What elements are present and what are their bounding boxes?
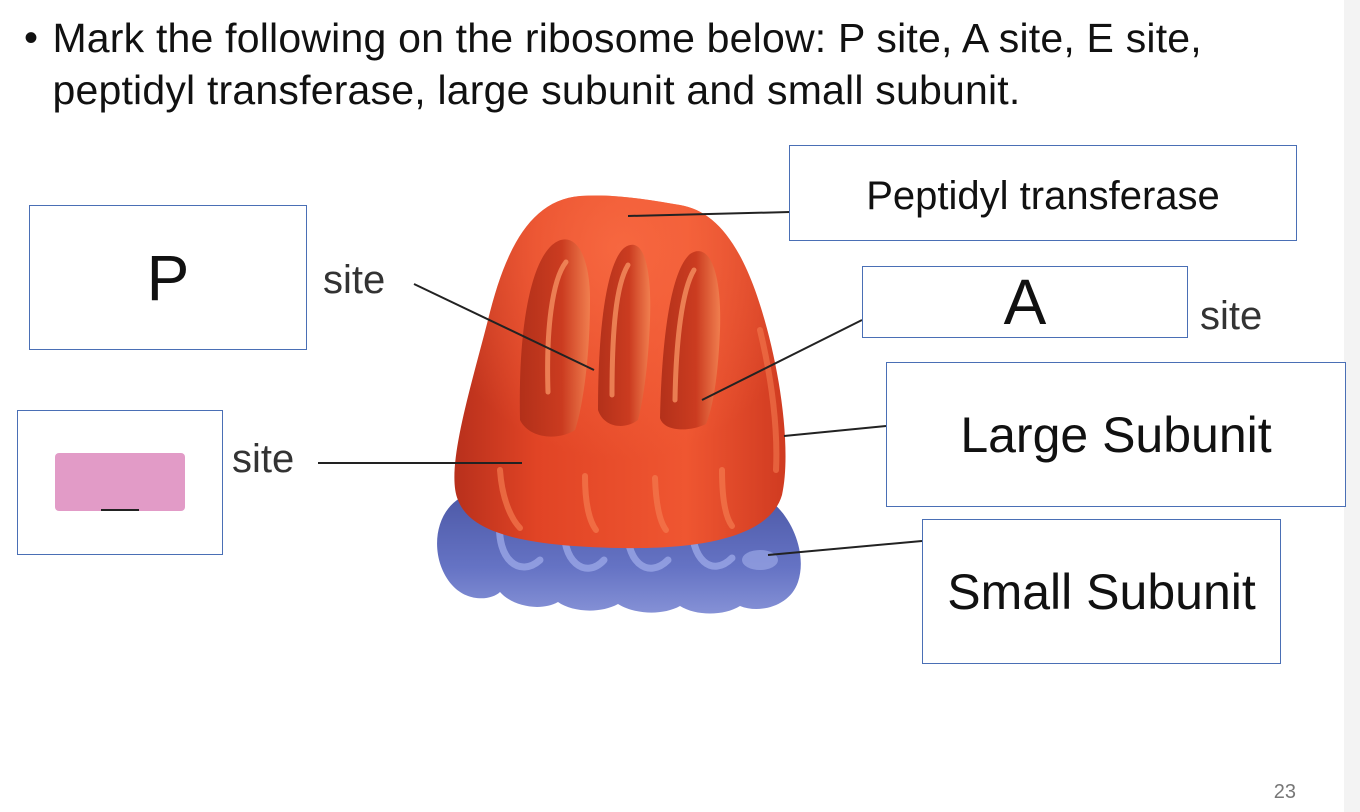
right-edge-strip <box>1344 0 1360 812</box>
small-subunit-leader-line <box>767 540 923 556</box>
pink-cover-patch <box>55 453 185 511</box>
p-site-label-box[interactable]: P <box>29 205 307 350</box>
e-site-caption: site <box>232 437 295 481</box>
a-site-caption: site <box>1200 294 1263 338</box>
slide-page-number: 23 <box>1273 781 1296 803</box>
peptidyl-transferase-label-box[interactable]: Peptidyl transferase <box>789 145 1297 241</box>
patch-underline <box>101 509 139 511</box>
instruction-text: Mark the following on the ribosome below… <box>52 15 1202 113</box>
large-subunit-shape <box>454 195 786 549</box>
leader-lines <box>318 211 923 556</box>
instruction-row: • Mark the following on the ribosome bel… <box>24 12 1264 116</box>
peptidyl-leader-line <box>627 211 791 217</box>
p-site-caption: site <box>323 258 386 302</box>
large-subunit-leader-line <box>783 425 887 437</box>
small-subunit-label-box[interactable]: Small Subunit <box>922 519 1281 664</box>
a-site-label-box[interactable]: A <box>862 266 1188 338</box>
bullet-point: • <box>24 16 39 60</box>
large-subunit-label-box[interactable]: Large Subunit <box>886 362 1346 507</box>
a-site-leader-line <box>701 319 863 401</box>
p-site-leader-line <box>413 283 595 371</box>
